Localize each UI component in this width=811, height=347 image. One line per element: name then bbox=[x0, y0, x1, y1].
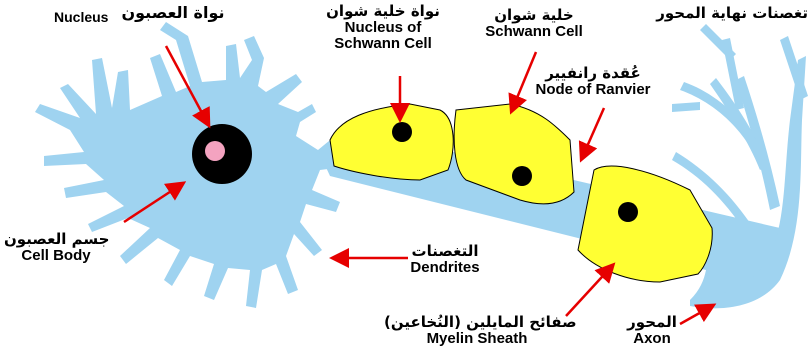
schwann-nucleus-1 bbox=[392, 122, 412, 142]
nucleolus-circle bbox=[205, 141, 225, 161]
label-myelin-ar: صفائح المايلين (النُخاعين) bbox=[384, 315, 570, 331]
myelin-sheath-shapes bbox=[330, 104, 712, 282]
label-node-ranvier: عُقدة رانفيير Node of Ranvier bbox=[524, 66, 662, 98]
label-cell-body-ar: جسم العصبون bbox=[4, 232, 108, 248]
label-node-ranvier-ar: عُقدة رانفيير bbox=[524, 66, 662, 82]
label-nucleus-ar: نواة العصبون bbox=[121, 5, 224, 22]
label-cell-body: جسم العصبون Cell Body bbox=[4, 232, 108, 264]
label-axon-en: Axon bbox=[616, 331, 688, 347]
label-axon-terminals-ar: تغصنات نهاية المحور bbox=[640, 6, 808, 22]
label-dendrites: التغصنات Dendrites bbox=[402, 244, 488, 276]
cell-body-shape bbox=[35, 22, 340, 308]
label-cell-body-en: Cell Body bbox=[4, 248, 108, 264]
label-nucleus-schwann-en2: Schwann Cell bbox=[308, 36, 458, 52]
label-nucleus-en: Nucleus bbox=[54, 10, 108, 25]
label-dendrites-en: Dendrites bbox=[402, 260, 488, 276]
label-axon-ar: المحور bbox=[616, 315, 688, 331]
label-schwann-cell-ar: خلية شوان bbox=[484, 8, 584, 24]
schwann-nucleus-3 bbox=[618, 202, 638, 222]
label-schwann-cell-en: Schwann Cell bbox=[484, 24, 584, 40]
label-axon-terminals: تغصنات نهاية المحور bbox=[640, 6, 808, 22]
label-schwann-cell: خلية شوان Schwann Cell bbox=[484, 8, 584, 40]
label-myelin: صفائح المايلين (النُخاعين) Myelin Sheath bbox=[384, 315, 570, 347]
label-dendrites-ar: التغصنات bbox=[402, 244, 488, 260]
label-node-ranvier-en: Node of Ranvier bbox=[524, 82, 662, 98]
label-myelin-en: Myelin Sheath bbox=[384, 331, 570, 347]
schwann-nucleus-2 bbox=[512, 166, 532, 186]
label-nucleus-schwann-ar: نواة خلية شوان bbox=[308, 4, 458, 20]
label-nucleus-schwann-en1: Nucleus of bbox=[308, 20, 458, 36]
myelin-segment-3 bbox=[578, 166, 712, 282]
myelin-segment-1 bbox=[330, 104, 453, 180]
label-nucleus-schwann: نواة خلية شوان Nucleus of Schwann Cell bbox=[308, 4, 458, 51]
arrow-myelin bbox=[566, 266, 612, 316]
label-axon: المحور Axon bbox=[616, 315, 688, 347]
arrow-node-ranvier bbox=[582, 108, 604, 158]
